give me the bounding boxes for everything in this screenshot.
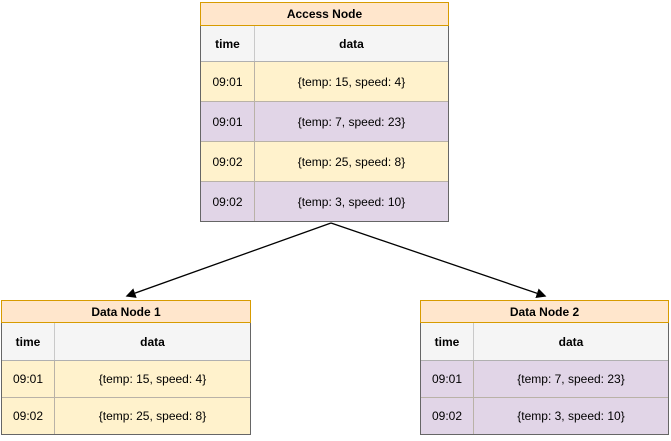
cell-data: {temp: 15, speed: 4} (297, 74, 406, 89)
table-row: 09:02 {temp: 25, speed: 8} (2, 397, 250, 434)
data-node-1-title: Data Node 1 (1, 300, 251, 323)
column-header-data: data (140, 334, 165, 349)
cell-time: 09:02 (2, 398, 55, 434)
cell-time: 09:01 (421, 361, 474, 397)
data-node-2-body: time data 09:01 {temp: 7, speed: 23} 09:… (420, 323, 669, 435)
column-header-data: data (558, 334, 584, 349)
table-row: 09:02 {temp: 3, speed: 10} (421, 397, 668, 434)
cell-data: {temp: 25, speed: 8} (98, 409, 207, 423)
table-row: 09:02 {temp: 3, speed: 10} (201, 181, 448, 221)
cell-time: 09:02 (201, 182, 255, 221)
cell-data: {temp: 7, speed: 23} (517, 372, 625, 386)
data-node-2-title: Data Node 2 (420, 300, 669, 323)
access-node-body: time data 09:01 {temp: 15, speed: 4} 09:… (200, 26, 449, 222)
cell-time: 09:01 (201, 102, 255, 141)
column-header-row: time data (2, 323, 250, 360)
column-header-data: data (339, 36, 364, 51)
column-header-row: time data (421, 323, 668, 360)
column-header-time: time (2, 323, 55, 360)
cell-data: {temp: 25, speed: 8} (297, 154, 406, 169)
arrow-to-data-node-1 (125, 222, 332, 298)
data-node-2-table: Data Node 2 time data 09:01 {temp: 7, sp… (420, 300, 669, 435)
arrow-to-data-node-2 (330, 222, 547, 298)
table-row: 09:01 {temp: 7, speed: 23} (201, 101, 448, 141)
access-node-table: Access Node time data 09:01 {temp: 15, s… (200, 2, 449, 222)
cell-data: {temp: 7, speed: 23} (297, 114, 406, 129)
cell-time: 09:02 (421, 398, 474, 434)
cell-time: 09:02 (201, 142, 255, 181)
column-header-row: time data (201, 26, 448, 61)
data-node-1-body: time data 09:01 {temp: 15, speed: 4} 09:… (1, 323, 251, 435)
table-row: 09:01 {temp: 15, speed: 4} (2, 360, 250, 397)
column-header-time: time (201, 26, 255, 61)
table-row: 09:02 {temp: 25, speed: 8} (201, 141, 448, 181)
cell-time: 09:01 (201, 62, 255, 101)
table-row: 09:01 {temp: 7, speed: 23} (421, 360, 668, 397)
table-row: 09:01 {temp: 15, speed: 4} (201, 61, 448, 101)
column-header-time: time (421, 323, 474, 360)
cell-data: {temp: 3, speed: 10} (517, 409, 625, 423)
cell-data: {temp: 15, speed: 4} (98, 372, 207, 386)
cell-data: {temp: 3, speed: 10} (297, 194, 406, 209)
cell-time: 09:01 (2, 361, 55, 397)
access-node-title: Access Node (200, 2, 449, 26)
data-node-1-table: Data Node 1 time data 09:01 {temp: 15, s… (1, 300, 251, 435)
